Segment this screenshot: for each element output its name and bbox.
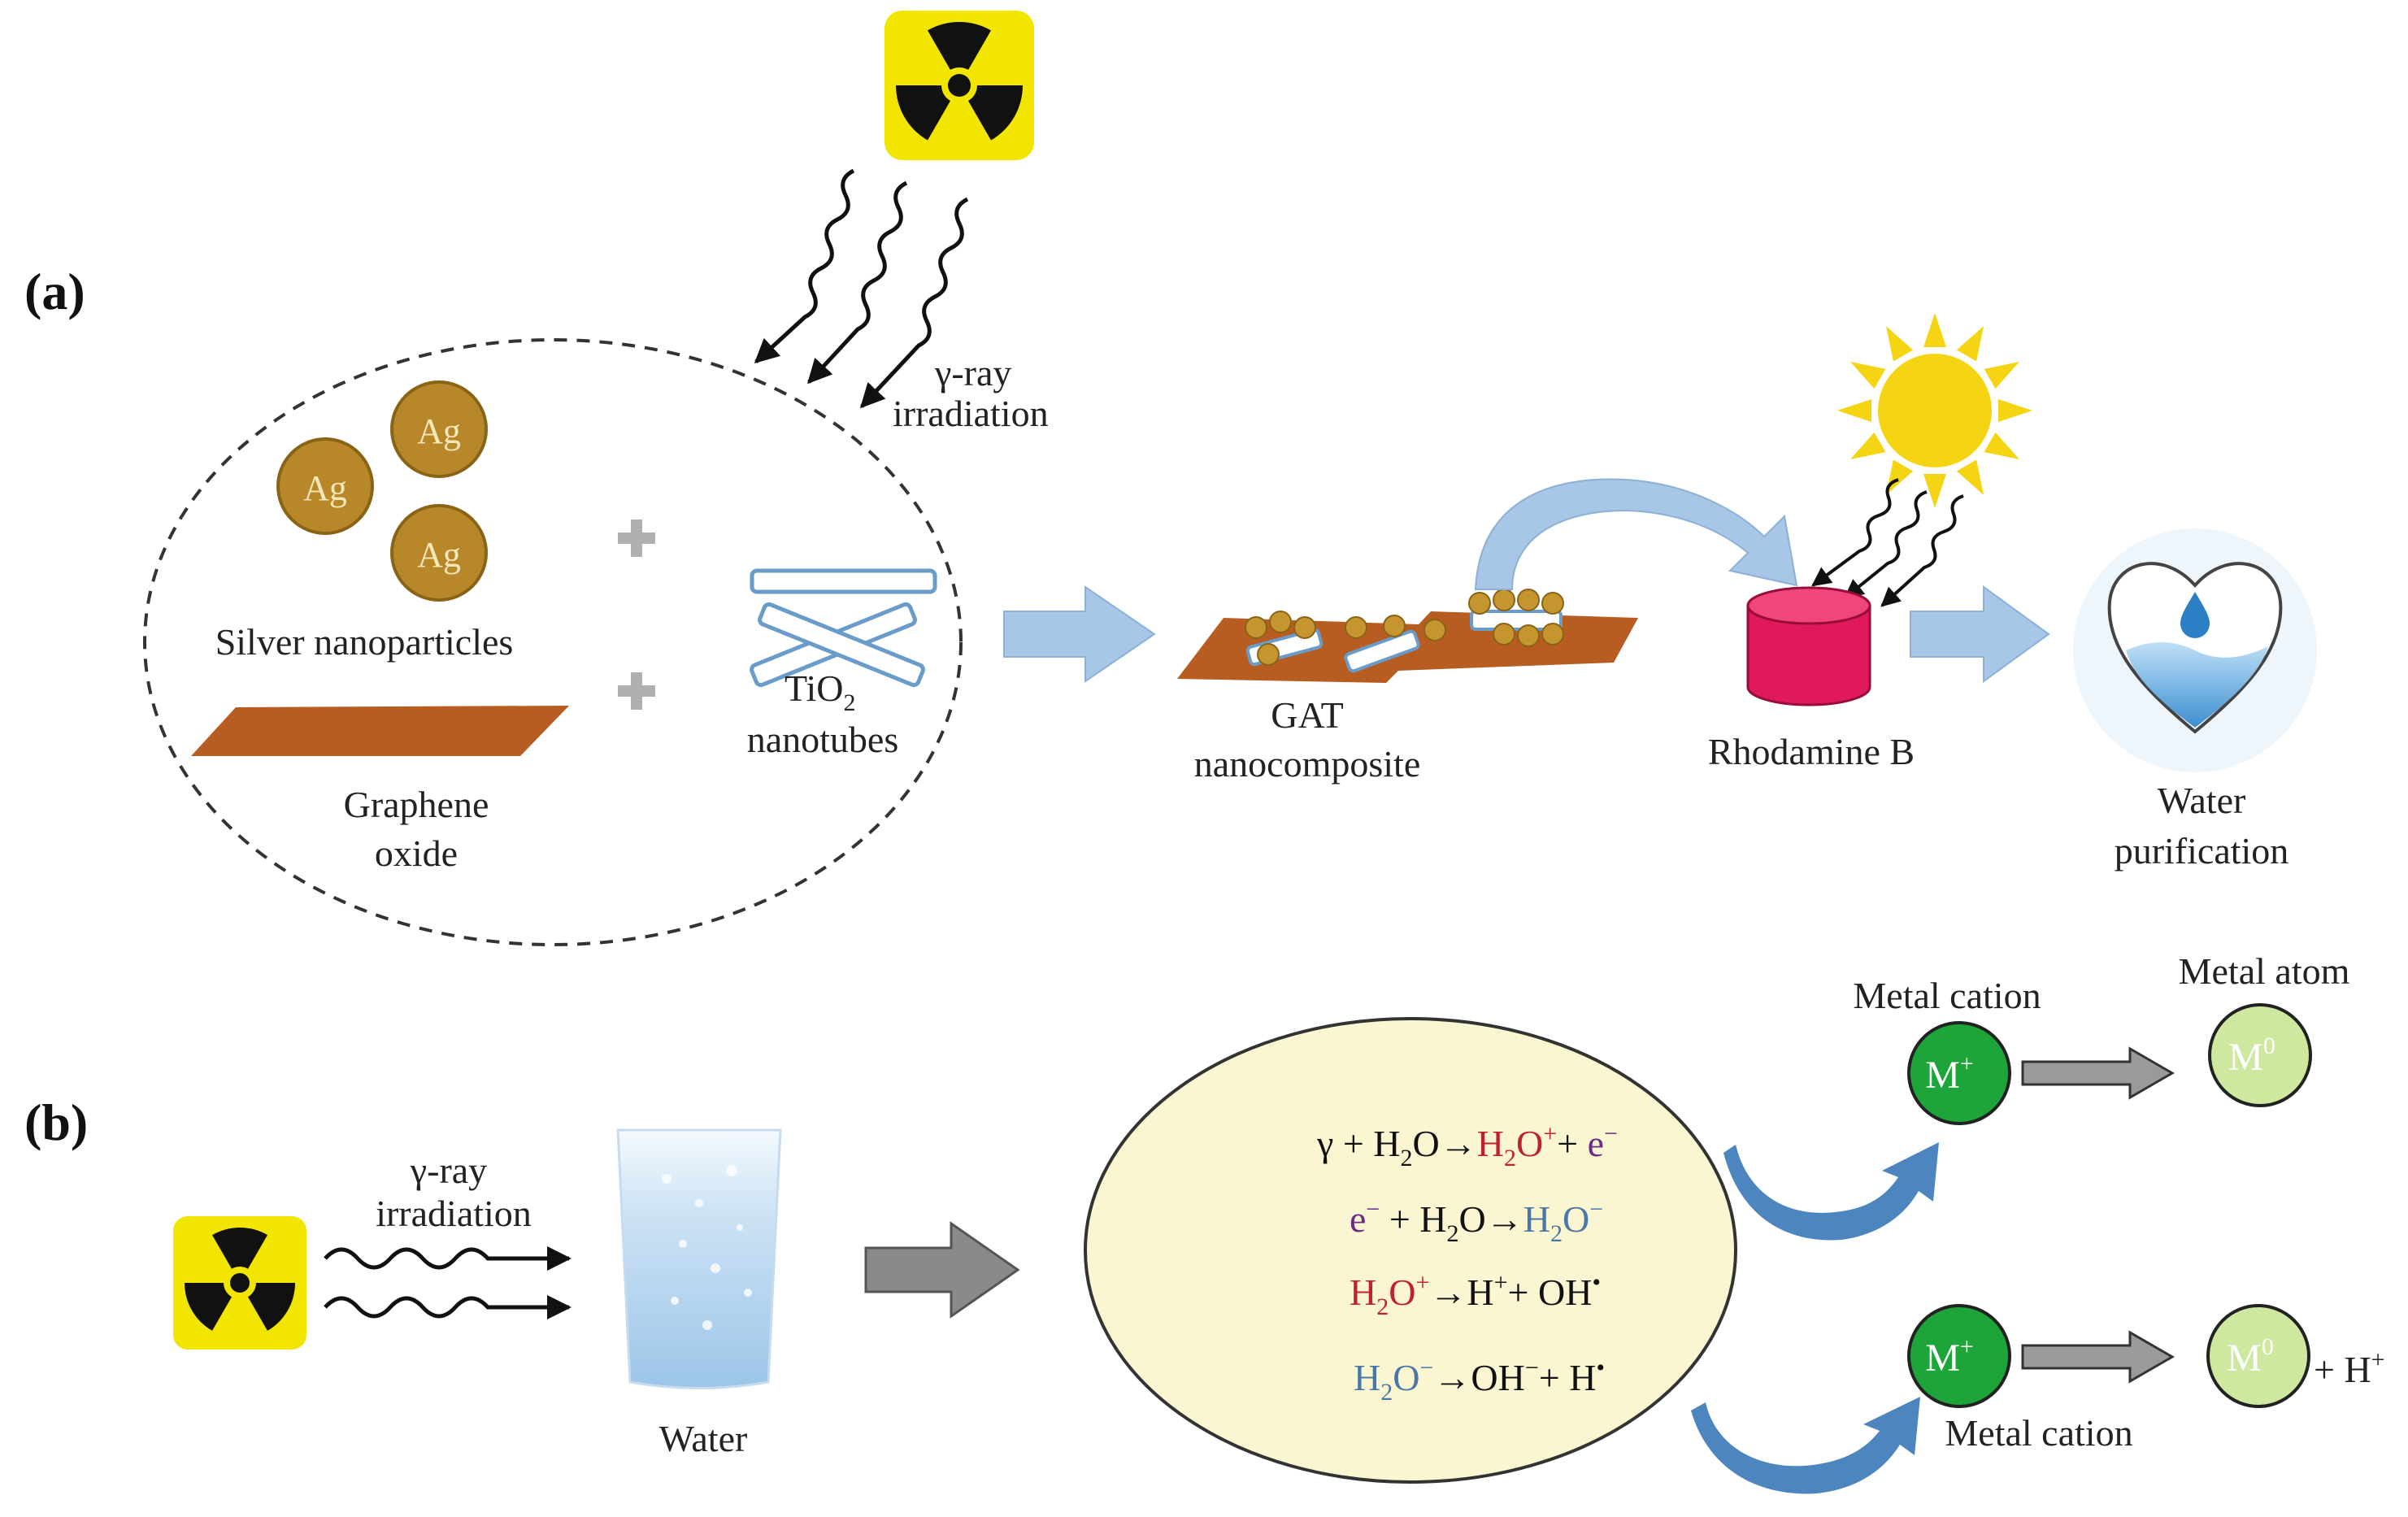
gamma-ray-label-a: γ-ray xyxy=(934,352,1011,393)
plus-icon-2 xyxy=(618,672,655,710)
m-zero-text-bottom: M0 xyxy=(2227,1333,2274,1380)
equation-3: H2O+→H++ OH• xyxy=(1350,1269,1601,1320)
tio2-nanotubes-label: nanotubes xyxy=(747,719,899,760)
gat-nanocomposite xyxy=(1177,589,1638,683)
m-zero-circle-top: M0 xyxy=(2208,1003,2312,1107)
silver-nanoparticles-label: Silver nanoparticles xyxy=(215,621,514,663)
ag-label-2: Ag xyxy=(303,468,347,508)
m-plus-text-top: M+ xyxy=(1925,1050,1974,1097)
water-purification-label-2: purification xyxy=(2115,830,2289,872)
gamma-rays-top xyxy=(754,168,969,409)
precursor-ellipse xyxy=(143,338,963,946)
curved-arrow-to-m-plus-top xyxy=(1723,1142,1939,1241)
curved-arrow-gat-to-rhodamine xyxy=(1474,478,1798,590)
plus-icon-1 xyxy=(618,519,655,557)
irradiation-label-a: irradiation xyxy=(893,393,1049,434)
panel-a-label: (a) xyxy=(24,263,85,320)
water-purification-icon xyxy=(2073,528,2317,772)
m-plus-text-bottom: M+ xyxy=(1925,1333,1974,1380)
metal-atom-label: Metal atom xyxy=(2179,950,2350,992)
water-purification-label-1: Water xyxy=(2158,780,2246,821)
process-arrow-1 xyxy=(1003,585,1156,683)
equation-4: H2O−→OH−+ H• xyxy=(1354,1354,1605,1406)
process-arrow-gray xyxy=(864,1221,1020,1319)
gat-label-1: GAT xyxy=(1271,694,1343,736)
equation-1: γ + H2O→H2O++ e− xyxy=(1316,1120,1618,1171)
water-glass-icon xyxy=(616,1128,782,1389)
ag-label-3: Ag xyxy=(417,535,461,575)
reaction-ellipse xyxy=(1084,1017,1737,1484)
silver-nanoparticles: Ag Ag Ag xyxy=(276,380,488,602)
gamma-rays-bottom xyxy=(324,1246,572,1319)
m-plus-circle-top: M+ xyxy=(1907,1021,2011,1125)
graphene-oxide-label-1: Graphene xyxy=(344,784,489,825)
tio2-label: TiO2 xyxy=(785,667,855,716)
radiation-icon-top xyxy=(885,11,1034,160)
process-arrow-2 xyxy=(1910,585,2050,683)
h-plus-label: + H+ xyxy=(2314,1346,2385,1390)
m-zero-text-top: M0 xyxy=(2228,1032,2275,1079)
rhodamine-b-label: Rhodamine B xyxy=(1708,731,1915,772)
graphene-oxide-label-2: oxide xyxy=(375,832,458,874)
metal-cation-label-bottom: Metal cation xyxy=(1945,1412,2132,1454)
m-plus-circle-bottom: M+ xyxy=(1907,1304,2011,1408)
gat-label-2: nanocomposite xyxy=(1194,743,1421,785)
radiation-icon-bottom xyxy=(173,1216,306,1350)
irradiation-label-b: irradiation xyxy=(376,1193,532,1234)
m-zero-circle-bottom: M0 xyxy=(2206,1304,2310,1408)
rhodamine-b-container xyxy=(1746,586,1871,706)
panel-b-label: (b) xyxy=(24,1093,88,1151)
curved-arrow-to-m-plus-bottom xyxy=(1691,1397,1920,1494)
tio2-nanotubes xyxy=(750,568,937,688)
metal-cation-label-top: Metal cation xyxy=(1853,975,2041,1016)
gamma-ray-label-b: γ-ray xyxy=(410,1150,487,1191)
reduction-arrow-bottom xyxy=(2021,1330,2175,1384)
water-label: Water xyxy=(659,1418,748,1459)
reduction-arrow-top xyxy=(2021,1046,2175,1100)
graphene-oxide-sheet xyxy=(191,706,569,756)
equation-2: e− + H2O→H2O− xyxy=(1350,1196,1603,1247)
sunlight-rays xyxy=(1811,478,1964,607)
sun-icon xyxy=(1837,313,2032,508)
ag-label-1: Ag xyxy=(417,411,461,451)
